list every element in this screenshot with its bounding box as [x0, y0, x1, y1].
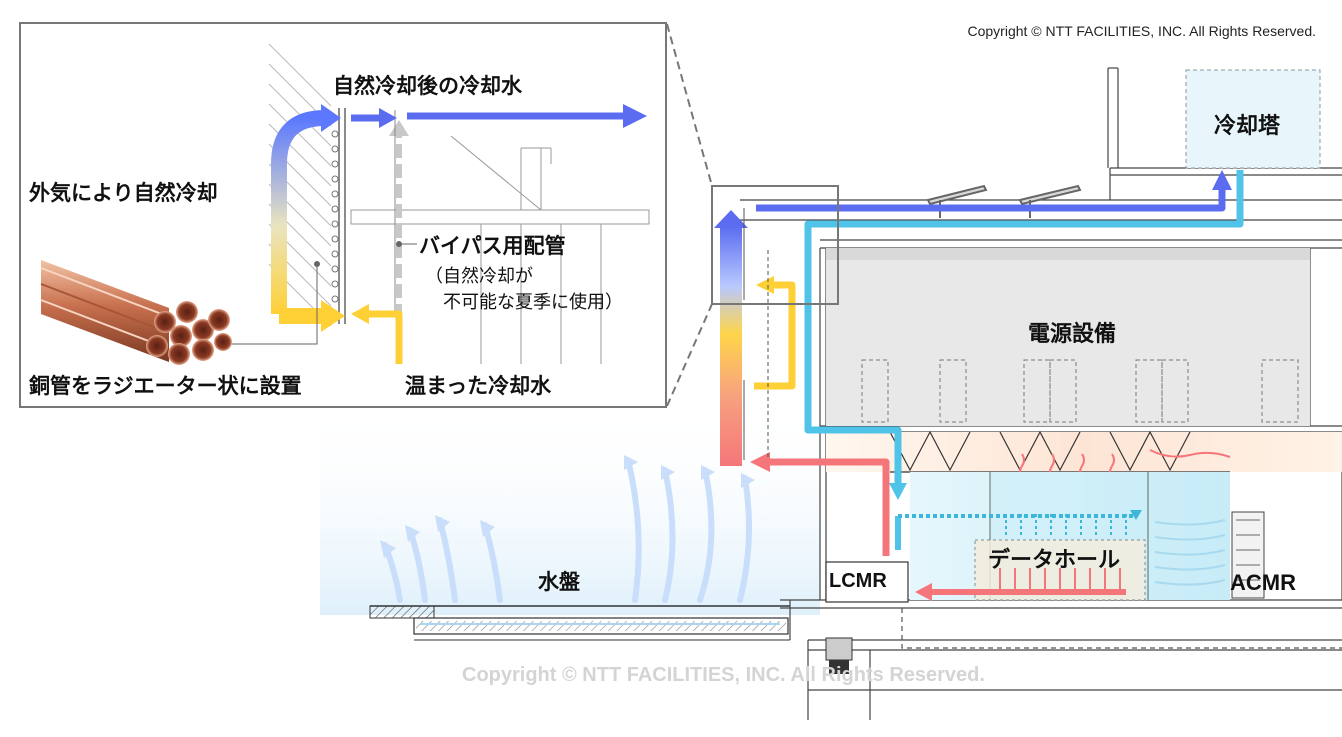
natural-cooled-water-label: 自然冷却後の冷却水	[333, 74, 522, 98]
bypass-pipe-label: バイパス用配管	[419, 234, 566, 258]
air-flow-arrows	[382, 457, 752, 603]
detail-inset: 自然冷却後の冷却水 外気により自然冷却 バイパス用配管 （自然冷却が 不可能な夏…	[19, 22, 667, 408]
data-hall-label: データホール	[988, 548, 1121, 573]
outside-air-cooling-label: 外気により自然冷却	[29, 181, 218, 205]
bypass-note-line1: （自然冷却が	[425, 266, 533, 287]
water-basin-label: 水盤	[538, 570, 580, 594]
warm-water-label: 温まった冷却水	[405, 374, 552, 398]
power-equipment-label: 電源設備	[1028, 322, 1117, 347]
cooling-tower-label: 冷却塔	[1214, 114, 1281, 139]
copper-pipes-image	[40, 260, 232, 365]
radiator-detail-drawing	[219, 43, 650, 364]
copyright-watermark: Copyright © NTT FACILITIES, INC. All Rig…	[462, 664, 985, 686]
copyright-notice: Copyright © NTT FACILITIES, INC. All Rig…	[967, 23, 1317, 39]
lcmr-label: LCMR	[829, 570, 887, 592]
copper-pipe-label: 銅管をラジエーター状に設置	[29, 374, 302, 398]
bypass-note-line2: 不可能な夏季に使用）	[443, 292, 623, 313]
acmr-label: ACMR	[1230, 570, 1296, 595]
